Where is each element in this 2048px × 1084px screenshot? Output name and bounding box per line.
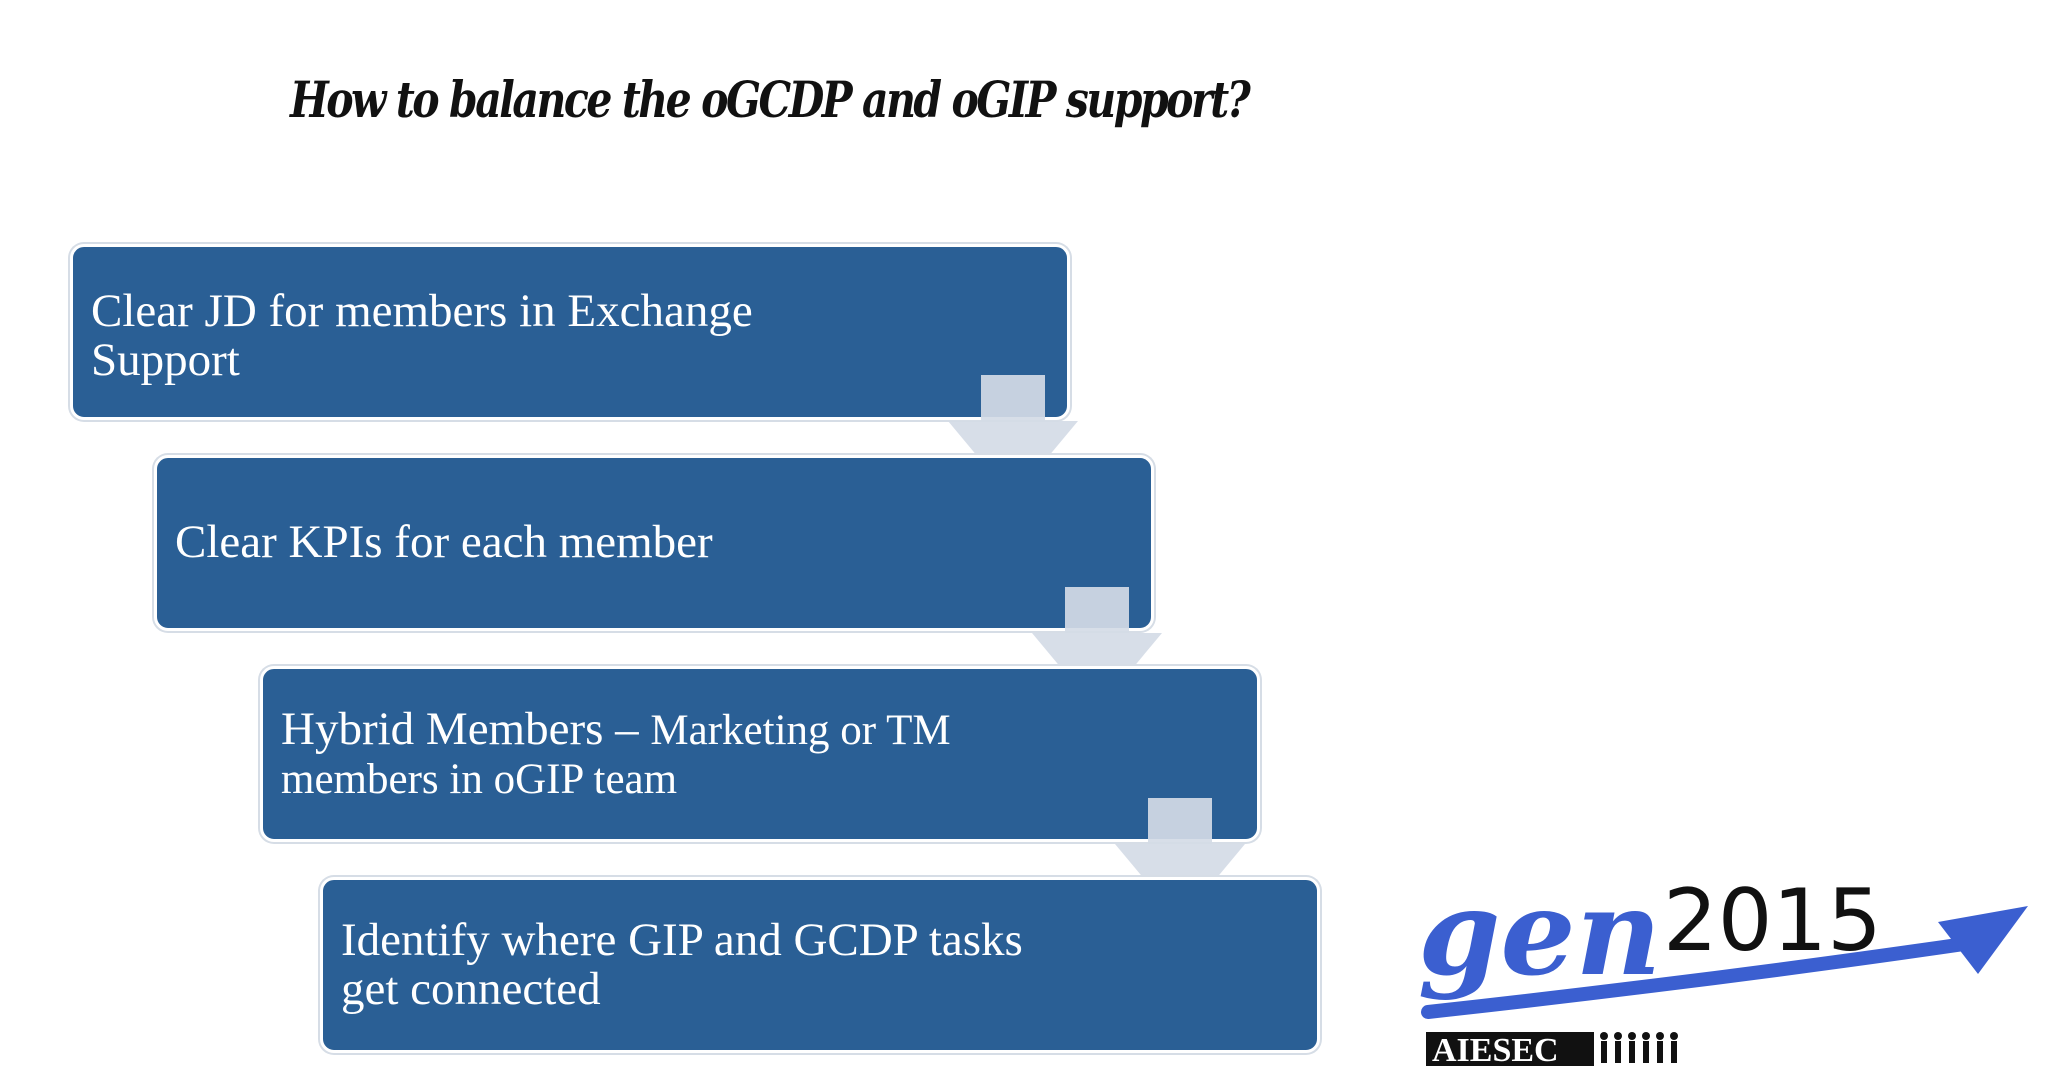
step-hybrid-members: Hybrid Members – Marketing or TM members… xyxy=(260,666,1260,842)
step-text: Hybrid Members – Marketing or TM members… xyxy=(281,702,951,804)
step-text: Clear KPIs for each member xyxy=(175,516,713,569)
step-text: Clear JD for members in Exchange Support xyxy=(91,285,753,387)
step-text: Identify where GIP and GCDP tasks get co… xyxy=(341,913,1023,1015)
gen2015-logo: gen 2015 AIESEC xyxy=(1418,863,2028,1069)
slide-title: How to balance the oGCDP and oGIP suppor… xyxy=(290,70,1251,129)
logo-org: AIESEC xyxy=(1432,1032,1559,1069)
logo-gen: gen xyxy=(1418,863,1661,1002)
step-text-small: Marketing or TM xyxy=(650,706,951,754)
step-text-main: Hybrid Members – xyxy=(281,702,651,755)
step-text-rest: members in oGIP team xyxy=(281,756,678,803)
down-arrow-icon xyxy=(1032,587,1162,711)
step-clear-kpis: Clear KPIs for each member xyxy=(154,455,1154,631)
step-clear-jd: Clear JD for members in Exchange Support xyxy=(70,244,1070,420)
down-arrow-icon xyxy=(1115,798,1245,922)
down-arrow-icon xyxy=(948,375,1078,499)
step-identify-tasks: Identify where GIP and GCDP tasks get co… xyxy=(320,877,1320,1053)
